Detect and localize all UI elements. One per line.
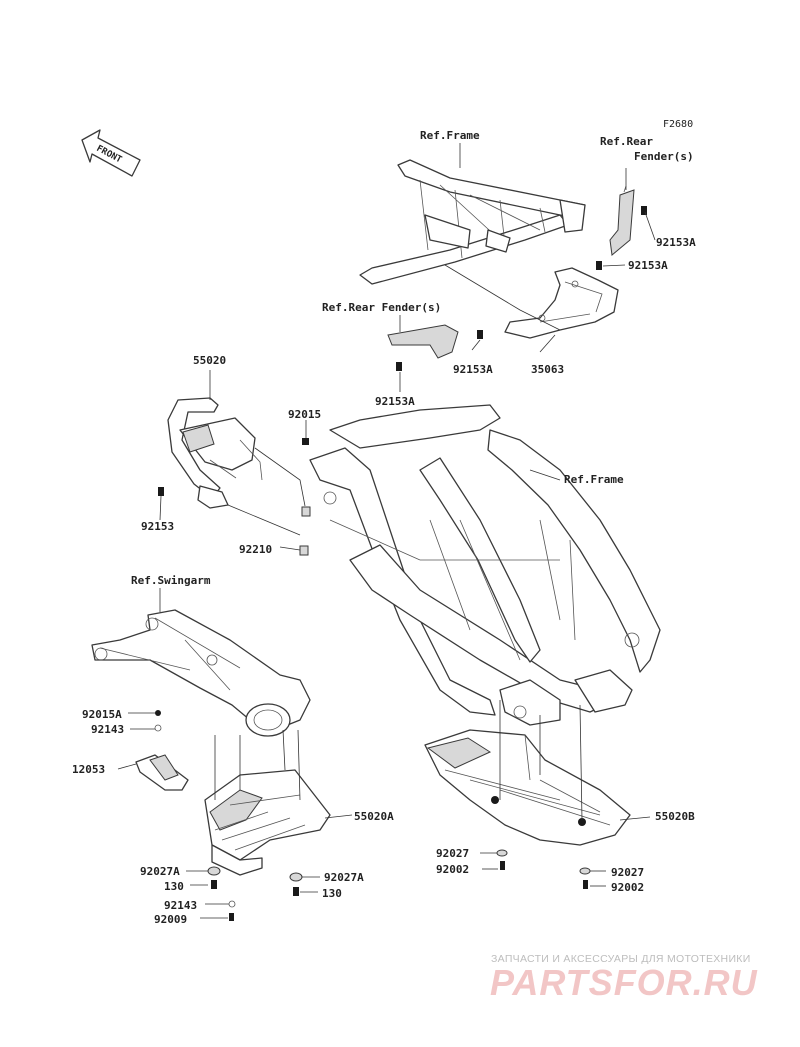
swingarm-drawing [91, 609, 311, 737]
figure-code: F2680 [663, 119, 694, 130]
bracket-12053-drawing [135, 754, 189, 791]
rear-fender-bracket-right [609, 185, 635, 256]
part-number-label: 12053 [72, 763, 105, 776]
guard-55020-drawing [167, 397, 263, 509]
skid-plate-55020b-drawing [424, 729, 631, 846]
part-number-label: 130 [164, 880, 184, 893]
part-number-label: 35063 [531, 363, 564, 376]
ref-main-frame-label: Ref.Frame [564, 473, 624, 486]
part-number-label: 92002 [436, 863, 469, 876]
main-frame-drawing [309, 404, 661, 726]
bolt-icons-top [396, 206, 647, 371]
part-number-label: 92143 [91, 723, 124, 736]
part-number-label: 92153A [375, 395, 415, 408]
skid-plate-55020a-drawing [204, 769, 331, 876]
part-number-label: 92015 [288, 408, 321, 421]
ref-frame-top-label: Ref.Frame [420, 129, 480, 142]
part-number-label: 92027 [611, 866, 644, 879]
ref-rear-fender-right-label-line2: Fender(s) [634, 150, 694, 163]
part-number-label: 55020A [354, 810, 394, 823]
ref-swingarm-label: Ref.Swingarm [131, 574, 211, 587]
part-number-label: 92153 [141, 520, 174, 533]
reference-labels: Ref.Frame Ref.Rear Fender(s) Ref.Rear Fe… [131, 129, 694, 587]
ref-rear-fender-left-label: Ref.Rear Fender(s) [322, 301, 441, 314]
part-number-label: 92009 [154, 913, 187, 926]
part-number-label: 92002 [611, 881, 644, 894]
bracket-35063-drawing [504, 267, 619, 339]
bolt-icons-guard [158, 438, 311, 556]
rear-fender-bracket-left [387, 324, 459, 359]
ref-rear-fender-right-label-line1: Ref.Rear [600, 135, 653, 148]
part-number-label: 92015A [82, 708, 122, 721]
part-number-label: 92153A [656, 236, 696, 249]
part-number-label: 55020 [193, 354, 226, 367]
rear-subframe-drawing [359, 159, 586, 285]
part-number-label: 92153A [628, 259, 668, 272]
part-number-label: 92027A [324, 871, 364, 884]
part-number-label: 130 [322, 887, 342, 900]
part-number-labels: 92153A 92153A 92153A 92153A 35063 55020 … [72, 236, 696, 926]
part-number-label: 55020B [655, 810, 695, 823]
part-number-label: 92027 [436, 847, 469, 860]
watermark-subtitle: ЗАПЧАСТИ И АКСЕССУАРЫ ДЛЯ МОТОТЕХНИКИ [491, 953, 751, 965]
part-number-label: 92153A [453, 363, 493, 376]
callout-lines [117, 143, 656, 919]
part-number-label: 92143 [164, 899, 197, 912]
front-direction-arrow: FRONT [81, 129, 141, 177]
part-number-label: 92210 [239, 543, 272, 556]
watermark-logo: PARTSFOR.RU [490, 962, 758, 1003]
part-number-label: 92027A [140, 865, 180, 878]
